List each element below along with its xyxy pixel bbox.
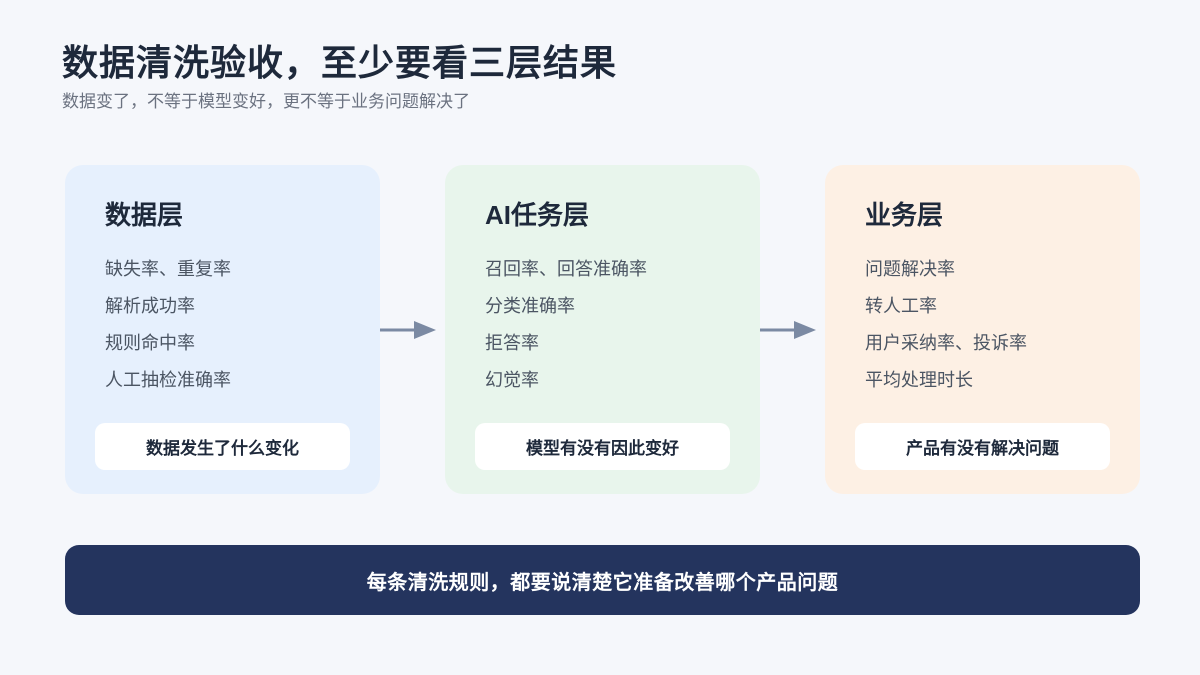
metric-item: 拒答率 [485,333,539,353]
metric-item: 缺失率、重复率 [105,259,231,279]
metric-list: 问题解决率 转人工率 用户采纳率、投诉率 平均处理时长 [865,251,1027,399]
layer-card-data: 数据层 缺失率、重复率 解析成功率 规则命中率 人工抽检准确率 数据发生了什么变… [65,165,380,494]
layer-title: 业务层 [865,200,944,230]
metric-item: 幻觉率 [485,370,539,390]
metric-item: 解析成功率 [105,296,195,316]
arrow-right-icon [760,321,816,339]
metric-item: 转人工率 [865,296,937,316]
metric-item: 规则命中率 [105,333,195,353]
metric-item: 用户采纳率、投诉率 [865,333,1027,353]
layer-title: AI任务层 [485,200,590,230]
layer-card-business: 业务层 问题解决率 转人工率 用户采纳率、投诉率 平均处理时长 产品有没有解决问… [825,165,1140,494]
arrow-right-icon [380,321,436,339]
layer-title: 数据层 [105,200,184,230]
metric-item: 人工抽检准确率 [105,370,231,390]
layer-summary: 数据发生了什么变化 [95,423,350,470]
metric-item: 问题解决率 [865,259,955,279]
page-title: 数据清洗验收，至少要看三层结果 [62,42,618,83]
metric-item: 平均处理时长 [865,370,973,390]
metric-list: 召回率、回答准确率 分类准确率 拒答率 幻觉率 [485,251,647,399]
layer-card-ai-task: AI任务层 召回率、回答准确率 分类准确率 拒答率 幻觉率 模型有没有因此变好 [445,165,760,494]
layer-summary: 产品有没有解决问题 [855,423,1110,470]
metric-item: 分类准确率 [485,296,575,316]
metric-list: 缺失率、重复率 解析成功率 规则命中率 人工抽检准确率 [105,251,231,399]
layer-summary: 模型有没有因此变好 [475,423,730,470]
page-subtitle: 数据变了，不等于模型变好，更不等于业务问题解决了 [62,92,470,111]
conclusion-banner: 每条清洗规则，都要说清楚它准备改善哪个产品问题 [65,545,1140,615]
metric-item: 召回率、回答准确率 [485,259,647,279]
